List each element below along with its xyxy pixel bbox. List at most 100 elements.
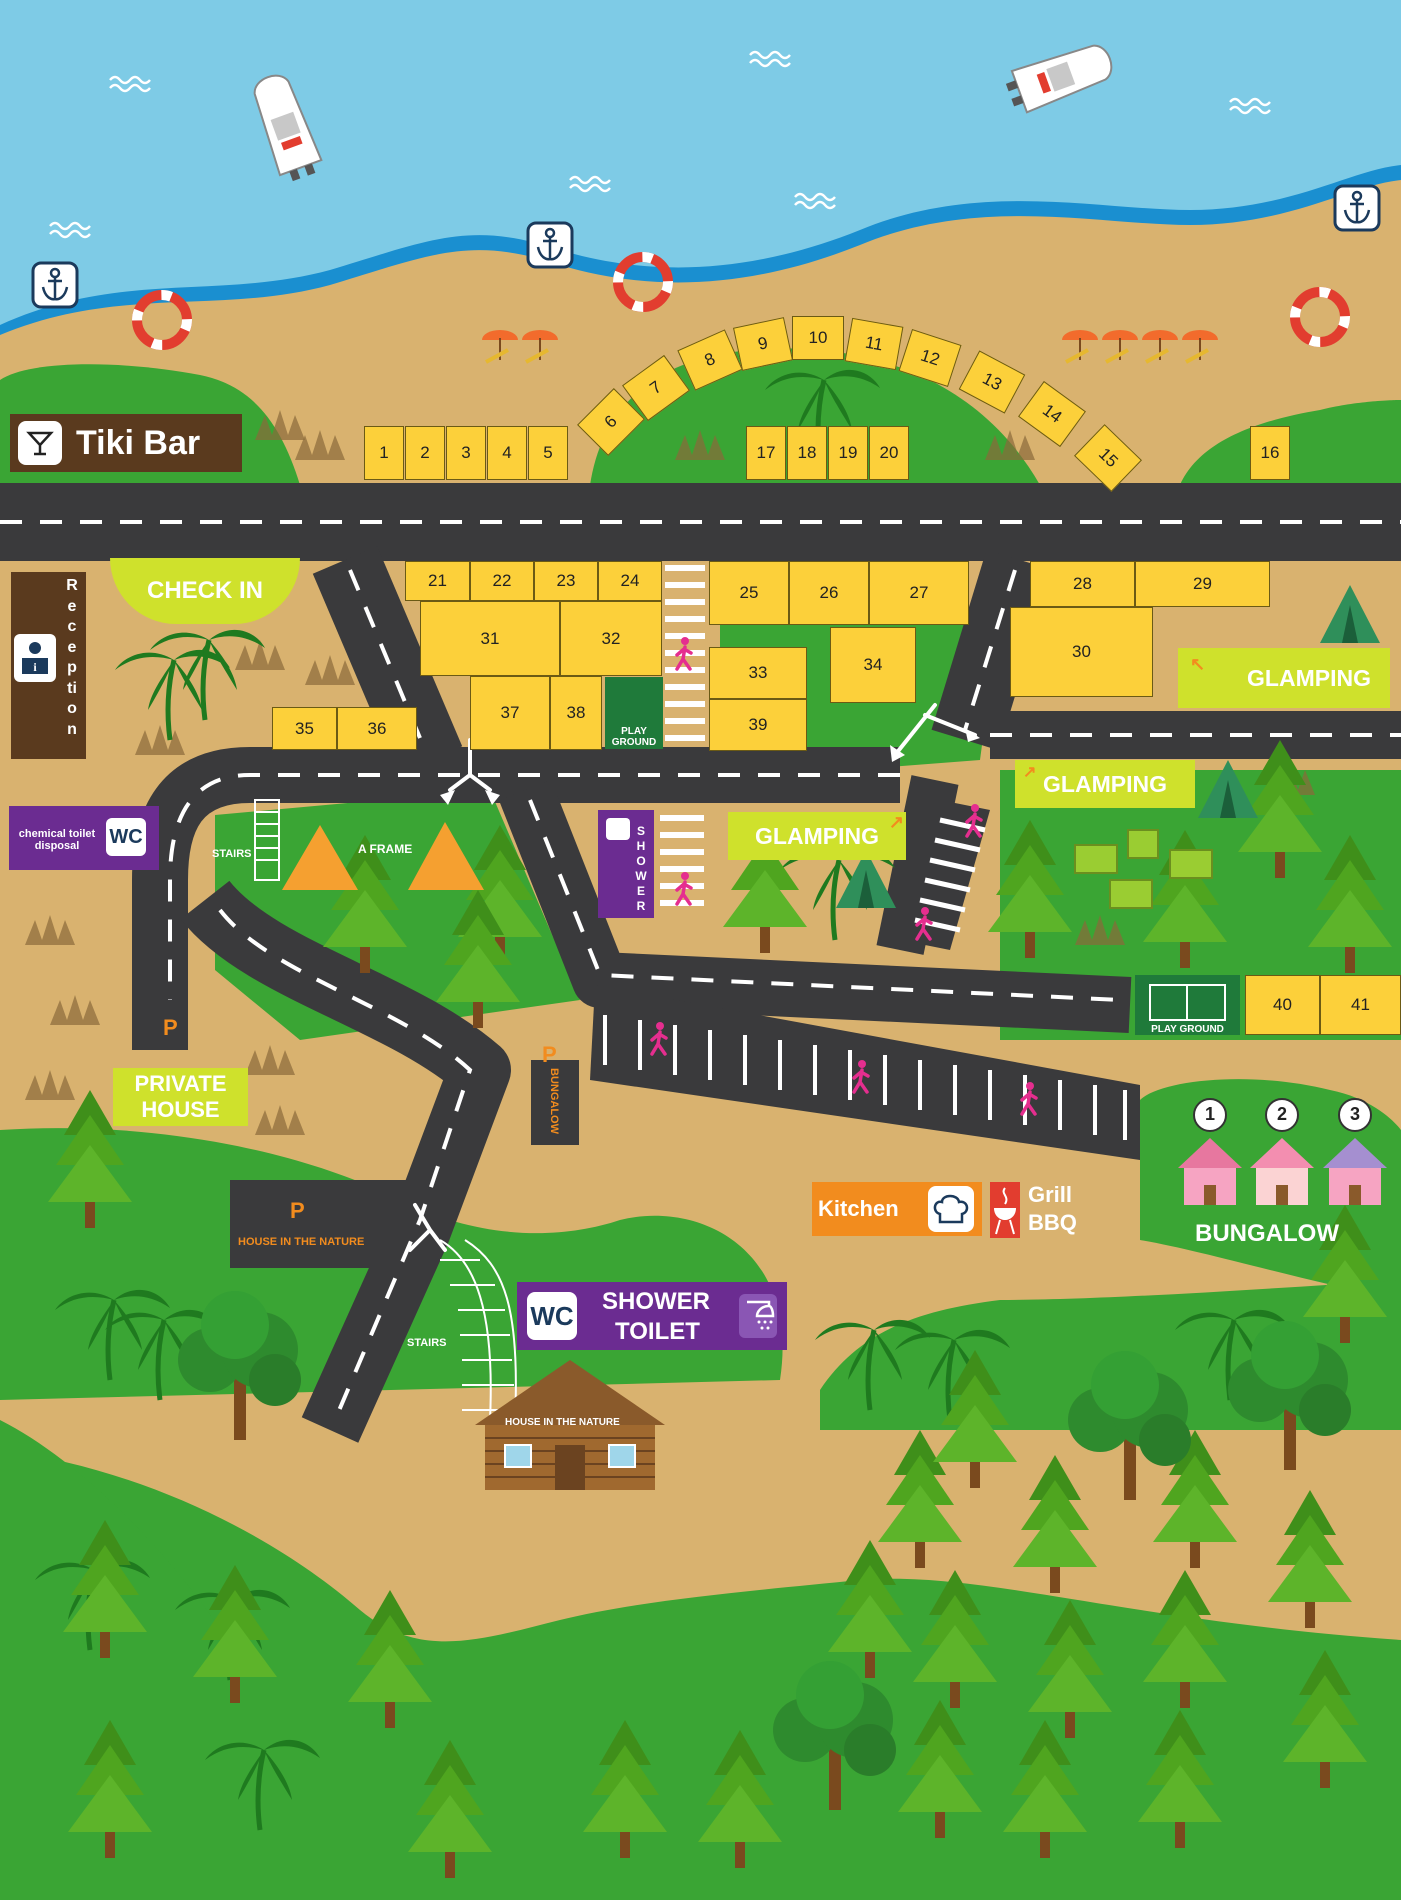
wave-icon: [793, 192, 837, 210]
reception-sign[interactable]: i Reception: [11, 572, 86, 759]
plot-39[interactable]: 39: [709, 699, 807, 751]
cocktail-icon: [18, 421, 62, 465]
plot-29[interactable]: 29: [1135, 561, 1270, 607]
plot-26[interactable]: 26: [789, 561, 869, 625]
bungalow-label: BUNGALOW: [1195, 1220, 1339, 1247]
plot-37[interactable]: 37: [470, 676, 550, 750]
stairs-label-top: STAIRS: [212, 848, 252, 860]
pine-tree-icon: [1138, 1710, 1222, 1848]
deciduous-tree-icon: [1068, 1351, 1191, 1500]
pine-tree-icon: [1268, 1490, 1352, 1628]
plot-40[interactable]: 40: [1245, 975, 1320, 1035]
a-frame-2: [408, 822, 484, 890]
glamping-sign-mid[interactable]: ↗ GLAMPING: [1015, 760, 1195, 808]
plot-35[interactable]: 35: [272, 707, 337, 750]
pedestrian-icon: [852, 1058, 870, 1094]
plot-23[interactable]: 23: [534, 561, 598, 601]
bungalow-number-3: 3: [1349, 1104, 1360, 1124]
plot-2[interactable]: 2: [405, 426, 445, 480]
bush-icon: [305, 655, 355, 685]
pedestrian-icon: [1020, 1080, 1038, 1116]
shower-toilet-line1: SHOWER: [602, 1288, 710, 1315]
plot-20[interactable]: 20: [869, 426, 909, 480]
playground-label-small: PLAY GROUND: [611, 726, 657, 748]
plot-11[interactable]: 11: [844, 317, 904, 371]
deciduous-tree-icon: [773, 1661, 896, 1810]
wave-icon: [568, 175, 612, 193]
wc-icon: WC: [527, 1292, 577, 1340]
plot-34[interactable]: 34: [830, 627, 916, 703]
tiki-bar-sign[interactable]: Tiki Bar: [10, 414, 242, 472]
pine-tree-icon: [698, 1730, 782, 1868]
wave-icon: [48, 221, 92, 239]
lifebuoy-icon: [137, 295, 187, 345]
plot-1[interactable]: 1: [364, 426, 404, 480]
plot-17[interactable]: 17: [746, 426, 786, 480]
plot-22[interactable]: 22: [470, 561, 534, 601]
stairs-label-bottom: STAIRS: [407, 1337, 447, 1349]
log-cabin-icon: [475, 1360, 665, 1490]
plot-36[interactable]: 36: [337, 707, 417, 750]
plot-3[interactable]: 3: [446, 426, 486, 480]
pine-tree-icon: [1308, 835, 1392, 973]
svg-text:i: i: [33, 660, 37, 674]
plot-24[interactable]: 24: [598, 561, 662, 601]
wave-icon: [108, 75, 152, 93]
plot-30[interactable]: 30: [1010, 607, 1153, 697]
pine-tree-icon: [68, 1720, 152, 1858]
bush-icon: [675, 430, 725, 460]
glamping-cubes: [1074, 829, 1213, 909]
arrow-icon: ↗: [1023, 764, 1037, 781]
beach-umbrella-icon: [520, 328, 560, 364]
plot-32[interactable]: 32: [560, 601, 662, 676]
chemical-toilet-sign[interactable]: chemical toilet disposal WC: [9, 806, 159, 870]
shower-sign[interactable]: SHOWER: [598, 810, 654, 918]
house-icon: [1323, 1138, 1387, 1205]
glamping-sign-right[interactable]: ↖ GLAMPING: [1178, 648, 1390, 708]
beach-umbrella-icon: [1140, 328, 1180, 364]
shower-toilet-line2: TOILET: [615, 1318, 700, 1345]
plot-4[interactable]: 4: [487, 426, 527, 480]
parking-icon: P: [290, 1198, 305, 1223]
plot-41[interactable]: 41: [1320, 975, 1401, 1035]
check-in-sign[interactable]: CHECK IN: [110, 558, 300, 624]
private-house-sign[interactable]: PRIVATE HOUSE: [113, 1068, 248, 1126]
plot-28[interactable]: 28: [1030, 561, 1135, 607]
chemical-toilet-label: chemical toilet disposal: [18, 828, 96, 852]
pine-tree-icon: [1003, 1720, 1087, 1858]
plot-27[interactable]: 27: [869, 561, 969, 625]
plot-18[interactable]: 18: [787, 426, 827, 480]
plot-19[interactable]: 19: [828, 426, 868, 480]
arrow-icon: ↗: [888, 812, 904, 832]
chef-hat-icon: [928, 1186, 974, 1232]
plot-5[interactable]: 5: [528, 426, 568, 480]
plot-10[interactable]: 10: [792, 316, 844, 360]
plot-21[interactable]: 21: [405, 561, 470, 601]
lifebuoy-icon: [1295, 292, 1345, 342]
house-icon: [1178, 1138, 1242, 1205]
house-in-nature-road-sign[interactable]: P HOUSE IN THE NATURE: [230, 1192, 400, 1268]
pine-tree-icon: [583, 1720, 667, 1858]
pine-tree-icon: [408, 1740, 492, 1878]
shower-toilet-sign[interactable]: WC SHOWER TOILET: [517, 1282, 787, 1350]
kitchen-sign[interactable]: Kitchen: [812, 1182, 982, 1236]
plot-16[interactable]: 16: [1250, 426, 1290, 480]
plot-25[interactable]: 25: [709, 561, 789, 625]
pedestrian-icon: [675, 635, 693, 671]
beach-umbrella-icon: [1100, 328, 1140, 364]
palm-tree-icon: [815, 1320, 930, 1410]
glamping-sign-left[interactable]: GLAMPING ↗: [728, 812, 906, 860]
grill-icon: [990, 1182, 1020, 1238]
plot-31[interactable]: 31: [420, 601, 560, 676]
grill-bbq-sign[interactable]: Grill BBQ: [990, 1182, 1090, 1238]
parking-left: P: [163, 1015, 178, 1040]
playground-label-field: PLAY GROUND: [1151, 1024, 1224, 1035]
plot-38[interactable]: 38: [550, 676, 602, 750]
plot-33[interactable]: 33: [709, 647, 807, 699]
anchor-icon: [526, 221, 574, 269]
bbq-label: BBQ: [1028, 1210, 1077, 1235]
bush-icon: [245, 1045, 295, 1075]
tent-icon: [1320, 585, 1380, 643]
